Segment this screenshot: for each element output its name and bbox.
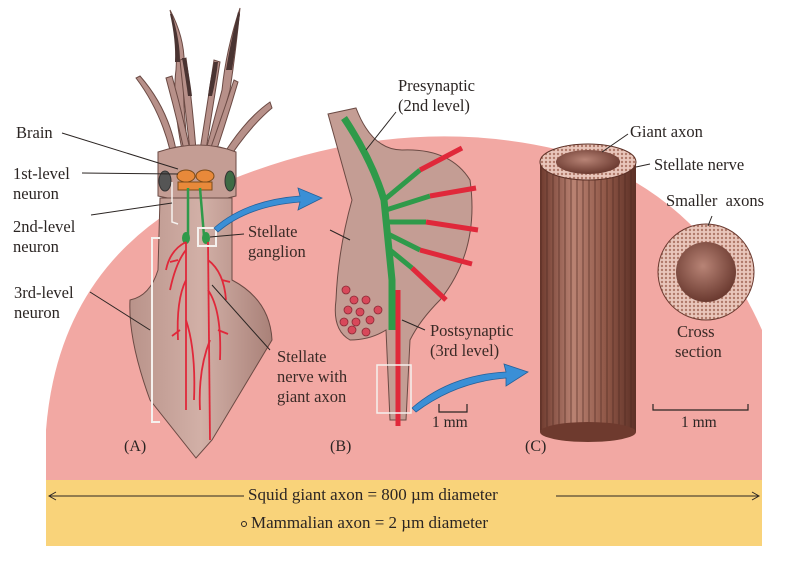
label-stellate-ganglion-line1: Stellate	[248, 222, 298, 241]
label-brain: Brain	[16, 123, 53, 142]
comparison-band	[46, 480, 762, 546]
label-stellate-ganglion-line2: ganglion	[248, 242, 306, 261]
label-stellate-nerve-line3: giant axon	[277, 387, 347, 406]
arrow-a-to-b	[213, 187, 323, 233]
mammalian-axon-dot	[241, 521, 247, 527]
leader-giant-axon	[601, 133, 629, 153]
label-3rd-level-neuron-line1: 3rd-level	[14, 283, 74, 302]
leader-stellate-nerve	[635, 163, 651, 168]
label-giant-axon: Giant axon	[630, 122, 703, 141]
nerve-cylinder	[539, 143, 637, 442]
squid-axon-diameter-text: Squid giant axon = 800 µm diameter	[248, 485, 498, 504]
scale-label-b: 1 mm	[432, 414, 468, 431]
scale-bar-b	[438, 404, 468, 413]
panel-label-b: (B)	[330, 438, 352, 455]
label-postsynaptic-line1: Postsynaptic	[430, 321, 514, 340]
label-2nd-level-neuron-line2: neuron	[13, 237, 59, 256]
leader-smaller-axons	[707, 215, 713, 227]
label-presynaptic-line1: Presynaptic	[398, 76, 475, 95]
cross-section-illustration	[657, 223, 755, 321]
label-smaller-axons: Smaller axons	[666, 191, 765, 210]
label-stellate-nerve-line1: Stellate	[277, 347, 327, 366]
ganglion-illustration	[327, 107, 479, 426]
panel-label-a: (A)	[124, 438, 147, 455]
label-presynaptic-line2: (2nd level)	[398, 96, 470, 115]
panel-label-c: (C)	[525, 438, 547, 455]
leader-lines-a	[61, 132, 271, 351]
label-postsynaptic-line2: (3rd level)	[430, 341, 500, 360]
label-1st-level-neuron-line2: neuron	[13, 184, 59, 203]
mammalian-axon-diameter-text: Mammalian axon = 2 µm diameter	[251, 513, 489, 532]
label-3rd-level-neuron-line2: neuron	[14, 303, 60, 322]
label-stellate-nerve: Stellate nerve	[654, 155, 745, 174]
label-stellate-nerve-line2: nerve with	[277, 367, 348, 386]
scale-label-c: 1 mm	[681, 414, 717, 431]
label-cross-section-line2: section	[675, 342, 722, 361]
leader-lines-b	[329, 111, 426, 331]
label-1st-level-neuron-line1: 1st-level	[13, 164, 70, 183]
squid-mantle	[129, 197, 273, 459]
squid-illustration	[129, 7, 273, 459]
scale-bar-c	[652, 404, 749, 411]
arrow-b-to-c	[411, 363, 529, 413]
label-cross-section-line1: Cross	[677, 322, 715, 341]
label-2nd-level-neuron-line1: 2nd-level	[13, 217, 76, 236]
